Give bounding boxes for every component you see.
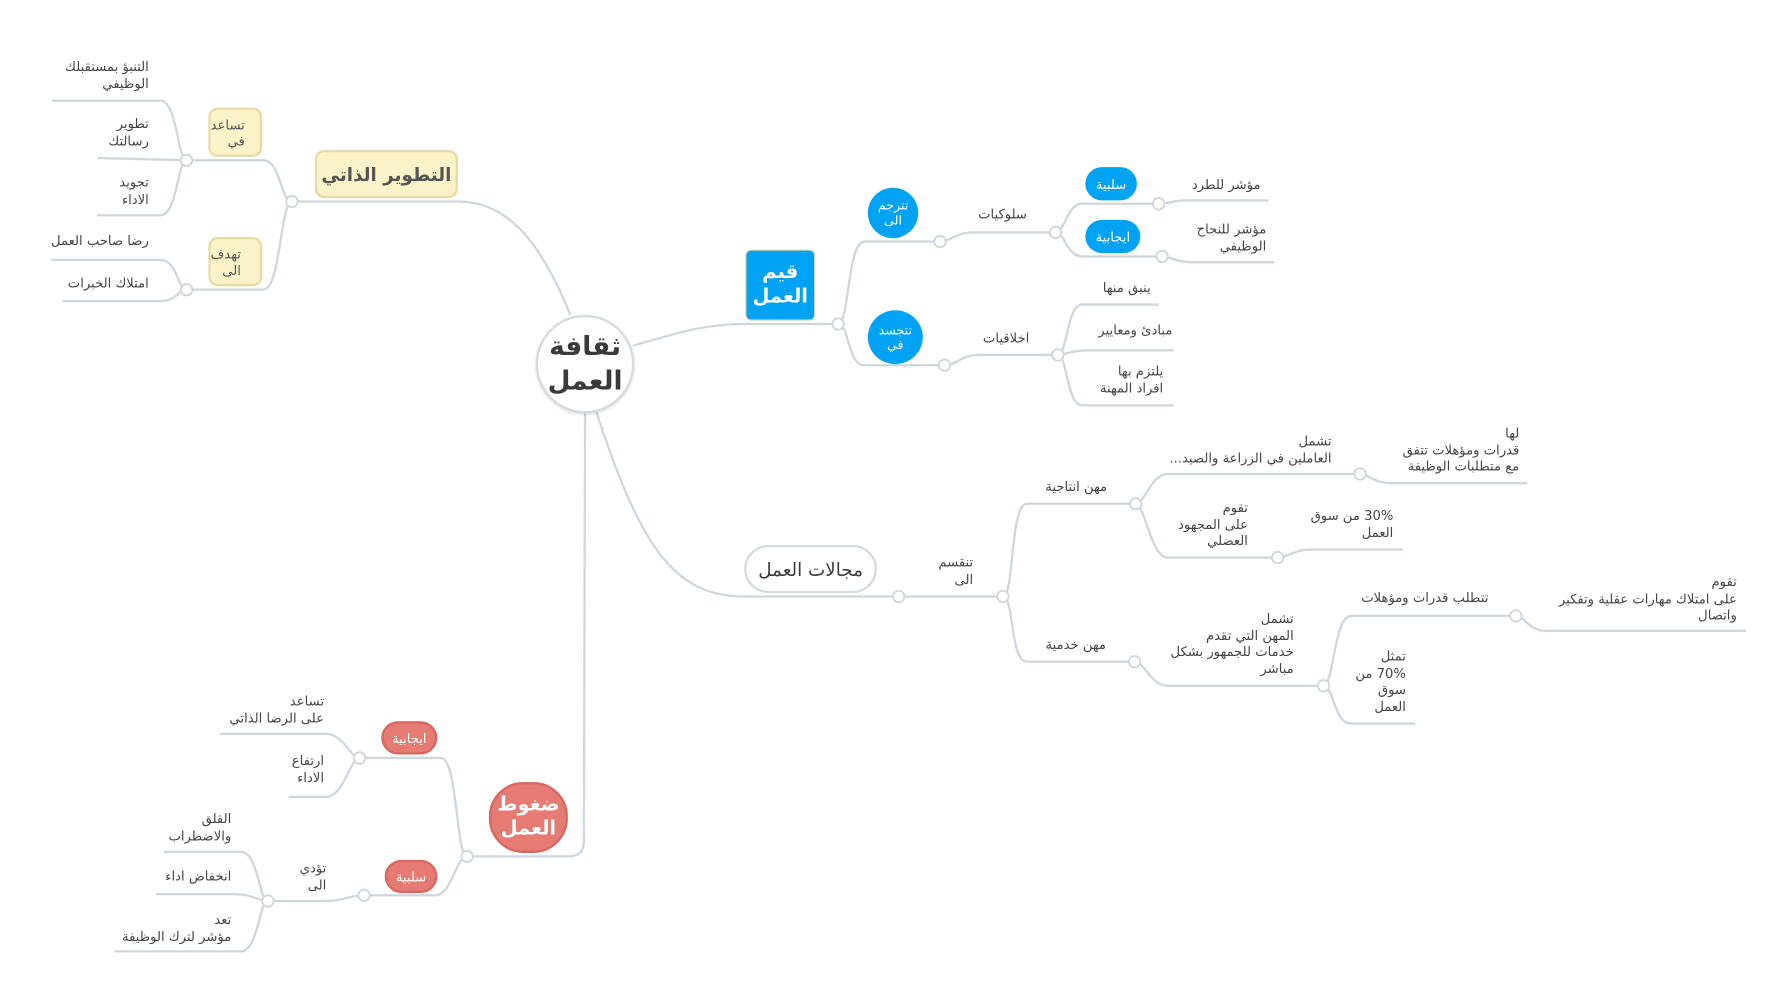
leaf-70-percent[interactable]: تمثل 70% من سوق العمل xyxy=(1355,648,1406,714)
tag-positive-behavior[interactable]: ايجابية xyxy=(1085,219,1141,254)
leaf-employer-satisfaction[interactable]: رضا صاحب العمل xyxy=(51,232,149,249)
link xyxy=(186,159,293,203)
branch-productive-jobs[interactable]: مهن انتاجية xyxy=(1045,478,1108,495)
label-translates-to[interactable]: تترجم الى xyxy=(867,187,919,239)
label-behaviors[interactable]: سلوكيات xyxy=(978,206,1027,223)
leaf-anxiety[interactable]: القلق والاضطراب xyxy=(168,810,232,844)
collapse-handle[interactable] xyxy=(892,589,906,604)
collapse-handle[interactable] xyxy=(937,358,952,372)
collapse-handle[interactable] xyxy=(1509,609,1523,623)
collapse-handle[interactable] xyxy=(179,283,194,297)
collapse-handle[interactable] xyxy=(933,234,947,249)
link xyxy=(1162,255,1275,264)
leaf-quit-indicator[interactable]: تعد مؤشر لترك الوظيفة xyxy=(122,911,232,944)
collapse-handle[interactable] xyxy=(1353,467,1367,481)
leaf-30-percent[interactable]: 30% من سوق العمل xyxy=(1310,507,1394,540)
collapse-handle[interactable] xyxy=(352,751,367,765)
leaf-physical-effort[interactable]: تقوم على المجهود العضلي xyxy=(1178,499,1248,549)
leaf-develop-mission[interactable]: تطوير رسالتك xyxy=(108,115,149,149)
label-helps-in[interactable]: تساعد في xyxy=(208,107,263,157)
link xyxy=(632,322,839,347)
link xyxy=(1277,548,1403,559)
collapse-handle[interactable] xyxy=(179,153,194,167)
collapse-handle[interactable] xyxy=(1151,197,1166,211)
link xyxy=(1360,472,1528,485)
collapse-handle[interactable] xyxy=(1316,679,1331,693)
link xyxy=(155,893,268,903)
tag-negative-stress[interactable]: سلبية xyxy=(384,859,438,894)
link xyxy=(1057,349,1174,357)
leaf-has-qualifications[interactable]: لها قدرات ومؤهلات تتفق مع متطلبات الوظيف… xyxy=(1402,424,1520,474)
collapse-handles xyxy=(179,153,1523,908)
leaf-includes-service[interactable]: تشمل المهن التي تقدم خدمات للجمهور بشكل … xyxy=(1170,610,1294,677)
tag-positive-stress[interactable]: ايجابية xyxy=(381,721,438,755)
leaf-dismissal-indicator[interactable]: مؤشر للطرد xyxy=(1191,176,1261,193)
leaf-higher-performance[interactable]: ارتفاع الاداء xyxy=(291,752,325,785)
leaf-mental-skills[interactable]: تقوم على امتلاك مهارات عقلية وتفكير واتص… xyxy=(1558,573,1737,623)
link xyxy=(97,156,187,162)
root-topic[interactable]: ثقافة العمل xyxy=(535,314,635,414)
link xyxy=(267,894,365,903)
link xyxy=(291,200,572,316)
leaf-lower-performance[interactable]: انخفاض اداء xyxy=(165,867,232,884)
collapse-handle[interactable] xyxy=(831,317,845,331)
leaf-gain-experience[interactable]: امتلاك الخبرات xyxy=(67,274,149,291)
leaf-predict-future[interactable]: التنبؤ بمستقبلك الوظيفي xyxy=(65,58,149,92)
leaf-stems-from[interactable]: ينبق منها xyxy=(1102,279,1151,296)
tag-negative-behavior[interactable]: سلبية xyxy=(1085,167,1137,201)
leaf-principles[interactable]: مبادئ ومعايير xyxy=(1098,321,1173,338)
collapse-handle[interactable] xyxy=(1271,550,1285,565)
topic-work-fields[interactable]: مجالات العمل xyxy=(744,544,877,594)
collapse-handle[interactable] xyxy=(1129,497,1143,511)
collapse-handle[interactable] xyxy=(285,194,299,209)
topic-work-values[interactable]: قيم العمل xyxy=(745,249,816,321)
label-leads-to[interactable]: تؤدي الى xyxy=(299,859,327,893)
link xyxy=(467,413,587,858)
collapse-handle[interactable] xyxy=(996,589,1010,604)
collapse-handle[interactable] xyxy=(1127,655,1142,669)
collapse-handle[interactable] xyxy=(261,894,275,908)
leaf-requires-qualifications[interactable]: تتطلب قدرات ومؤهلات xyxy=(1361,589,1489,606)
collapse-handle[interactable] xyxy=(1048,225,1063,240)
label-aims-to[interactable]: تهدف الى xyxy=(208,236,263,287)
label-ethics[interactable]: اخلاقيات xyxy=(982,329,1030,346)
collapse-handle[interactable] xyxy=(1155,249,1169,264)
collapse-handle[interactable] xyxy=(357,888,371,902)
leaf-success-indicator[interactable]: مؤشر للنجاح الوظيفي xyxy=(1196,220,1267,254)
topic-work-stress[interactable]: ضغوط العمل xyxy=(488,781,568,853)
collapse-handle[interactable] xyxy=(1051,348,1065,362)
leaf-professionals-commit[interactable]: يلتزم بها افراد المهنة xyxy=(1099,362,1164,396)
label-divided-into[interactable]: تنقسم الى xyxy=(938,554,974,587)
label-embodied-in[interactable]: تتجسد في xyxy=(867,310,923,365)
link xyxy=(595,411,1003,598)
topic-self-development[interactable]: التطوير الذاتي xyxy=(314,149,458,199)
link xyxy=(1158,199,1269,205)
leaf-includes-farmers[interactable]: تشمل العاملين في الزراعة والصيد... xyxy=(1169,432,1332,466)
collapse-handle[interactable] xyxy=(460,849,474,864)
leaf-self-satisfaction[interactable]: تساعد على الرضا الذاتي xyxy=(229,692,325,726)
leaf-improve-performance[interactable]: تجويد الاداء xyxy=(119,174,149,207)
link xyxy=(359,756,468,858)
branch-service-jobs[interactable]: مهن خدمية xyxy=(1045,636,1106,653)
